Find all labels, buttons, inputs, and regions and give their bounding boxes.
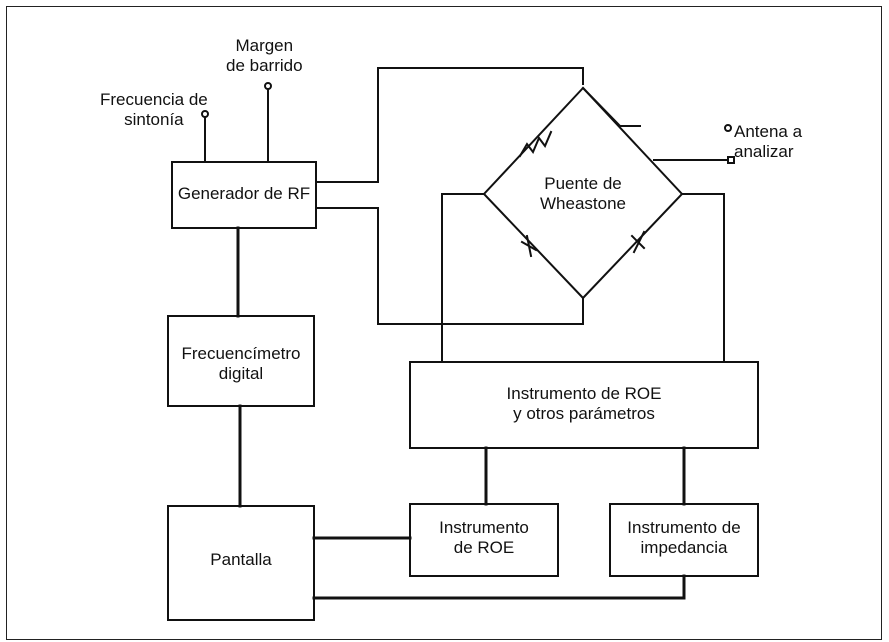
wheatstone-bridge [482, 86, 684, 300]
imp-pantalla-wire [312, 574, 686, 600]
puente-label: Puente de Wheastone [540, 174, 626, 213]
gen-out2-wire [315, 207, 584, 325]
frecuencimetro-label: Frecuencímetro digital [181, 344, 301, 383]
bridge-right-wire [681, 193, 725, 363]
roe-block [409, 503, 559, 577]
antena-label: Antena a analizar [734, 122, 803, 161]
frecuencimetro-block [167, 315, 315, 407]
impedancia-block [609, 503, 759, 577]
roe-params-label: Instrumento de ROE y otros parámetros [506, 384, 662, 423]
bridge-left-wire [441, 193, 485, 363]
pantalla-label: Pantalla [210, 550, 272, 569]
frecuencia-label: Frecuencia de sintonía [100, 90, 208, 129]
margen-label: Margen de barrido [226, 36, 303, 75]
generador-label: Generador de RF [177, 184, 311, 203]
margen-terminal [264, 82, 272, 90]
impedancia-label: Instrumento de impedancia [627, 518, 741, 557]
pantalla-block [167, 505, 315, 621]
roe-params-block [409, 361, 759, 449]
gen-bridge-wire [315, 67, 584, 183]
roe-label: Instrumento de ROE [439, 518, 529, 557]
frecuencia-terminal [201, 110, 209, 118]
antena-terminal [727, 156, 735, 164]
antena-dot [724, 124, 732, 132]
